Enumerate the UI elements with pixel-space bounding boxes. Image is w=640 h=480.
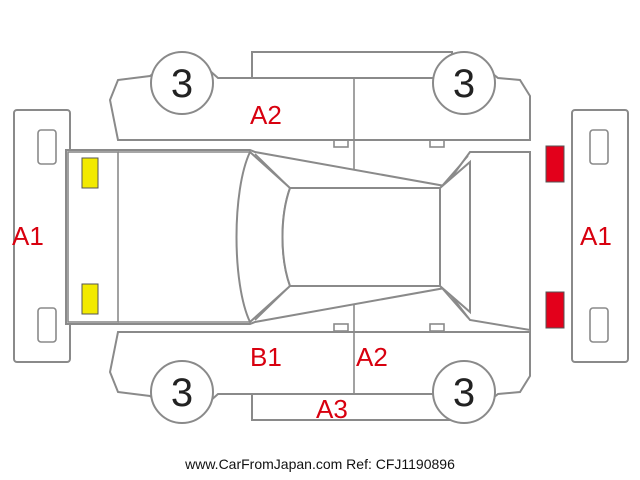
tire-rear-right: 3	[432, 51, 496, 115]
damage-mark-front-bumper: A1	[12, 221, 44, 251]
tire-condition-value: 3	[171, 62, 193, 106]
tire-condition-value: 3	[453, 371, 475, 415]
damage-mark-right-door: A2	[250, 100, 282, 130]
front-lamp-lower	[81, 283, 99, 315]
tire-front-left: 3	[150, 360, 214, 424]
reference-footer: www.CarFromJapan.com Ref: CFJ1190896	[185, 456, 455, 472]
damage-mark-left-sill: A3	[316, 394, 348, 424]
tire-condition-value: 3	[453, 62, 475, 106]
left-body-side	[108, 288, 531, 421]
damage-mark-left-door: A2	[356, 342, 388, 372]
front-lamp-upper	[81, 157, 99, 189]
rear-bumper	[571, 109, 629, 363]
door-handles	[333, 139, 445, 332]
tire-condition-value: 3	[171, 371, 193, 415]
tire-front-right: 3	[150, 51, 214, 115]
damage-mark-rear-bumper: A1	[580, 221, 612, 251]
cabin	[235, 150, 471, 324]
rear-lamp-upper	[545, 145, 565, 183]
front-lamps	[81, 157, 99, 315]
damage-mark-left-pillar: B1	[250, 342, 282, 372]
tire-rear-left: 3	[432, 360, 496, 424]
rear-lamp-lower	[545, 291, 565, 329]
rear-lamps	[545, 145, 565, 329]
